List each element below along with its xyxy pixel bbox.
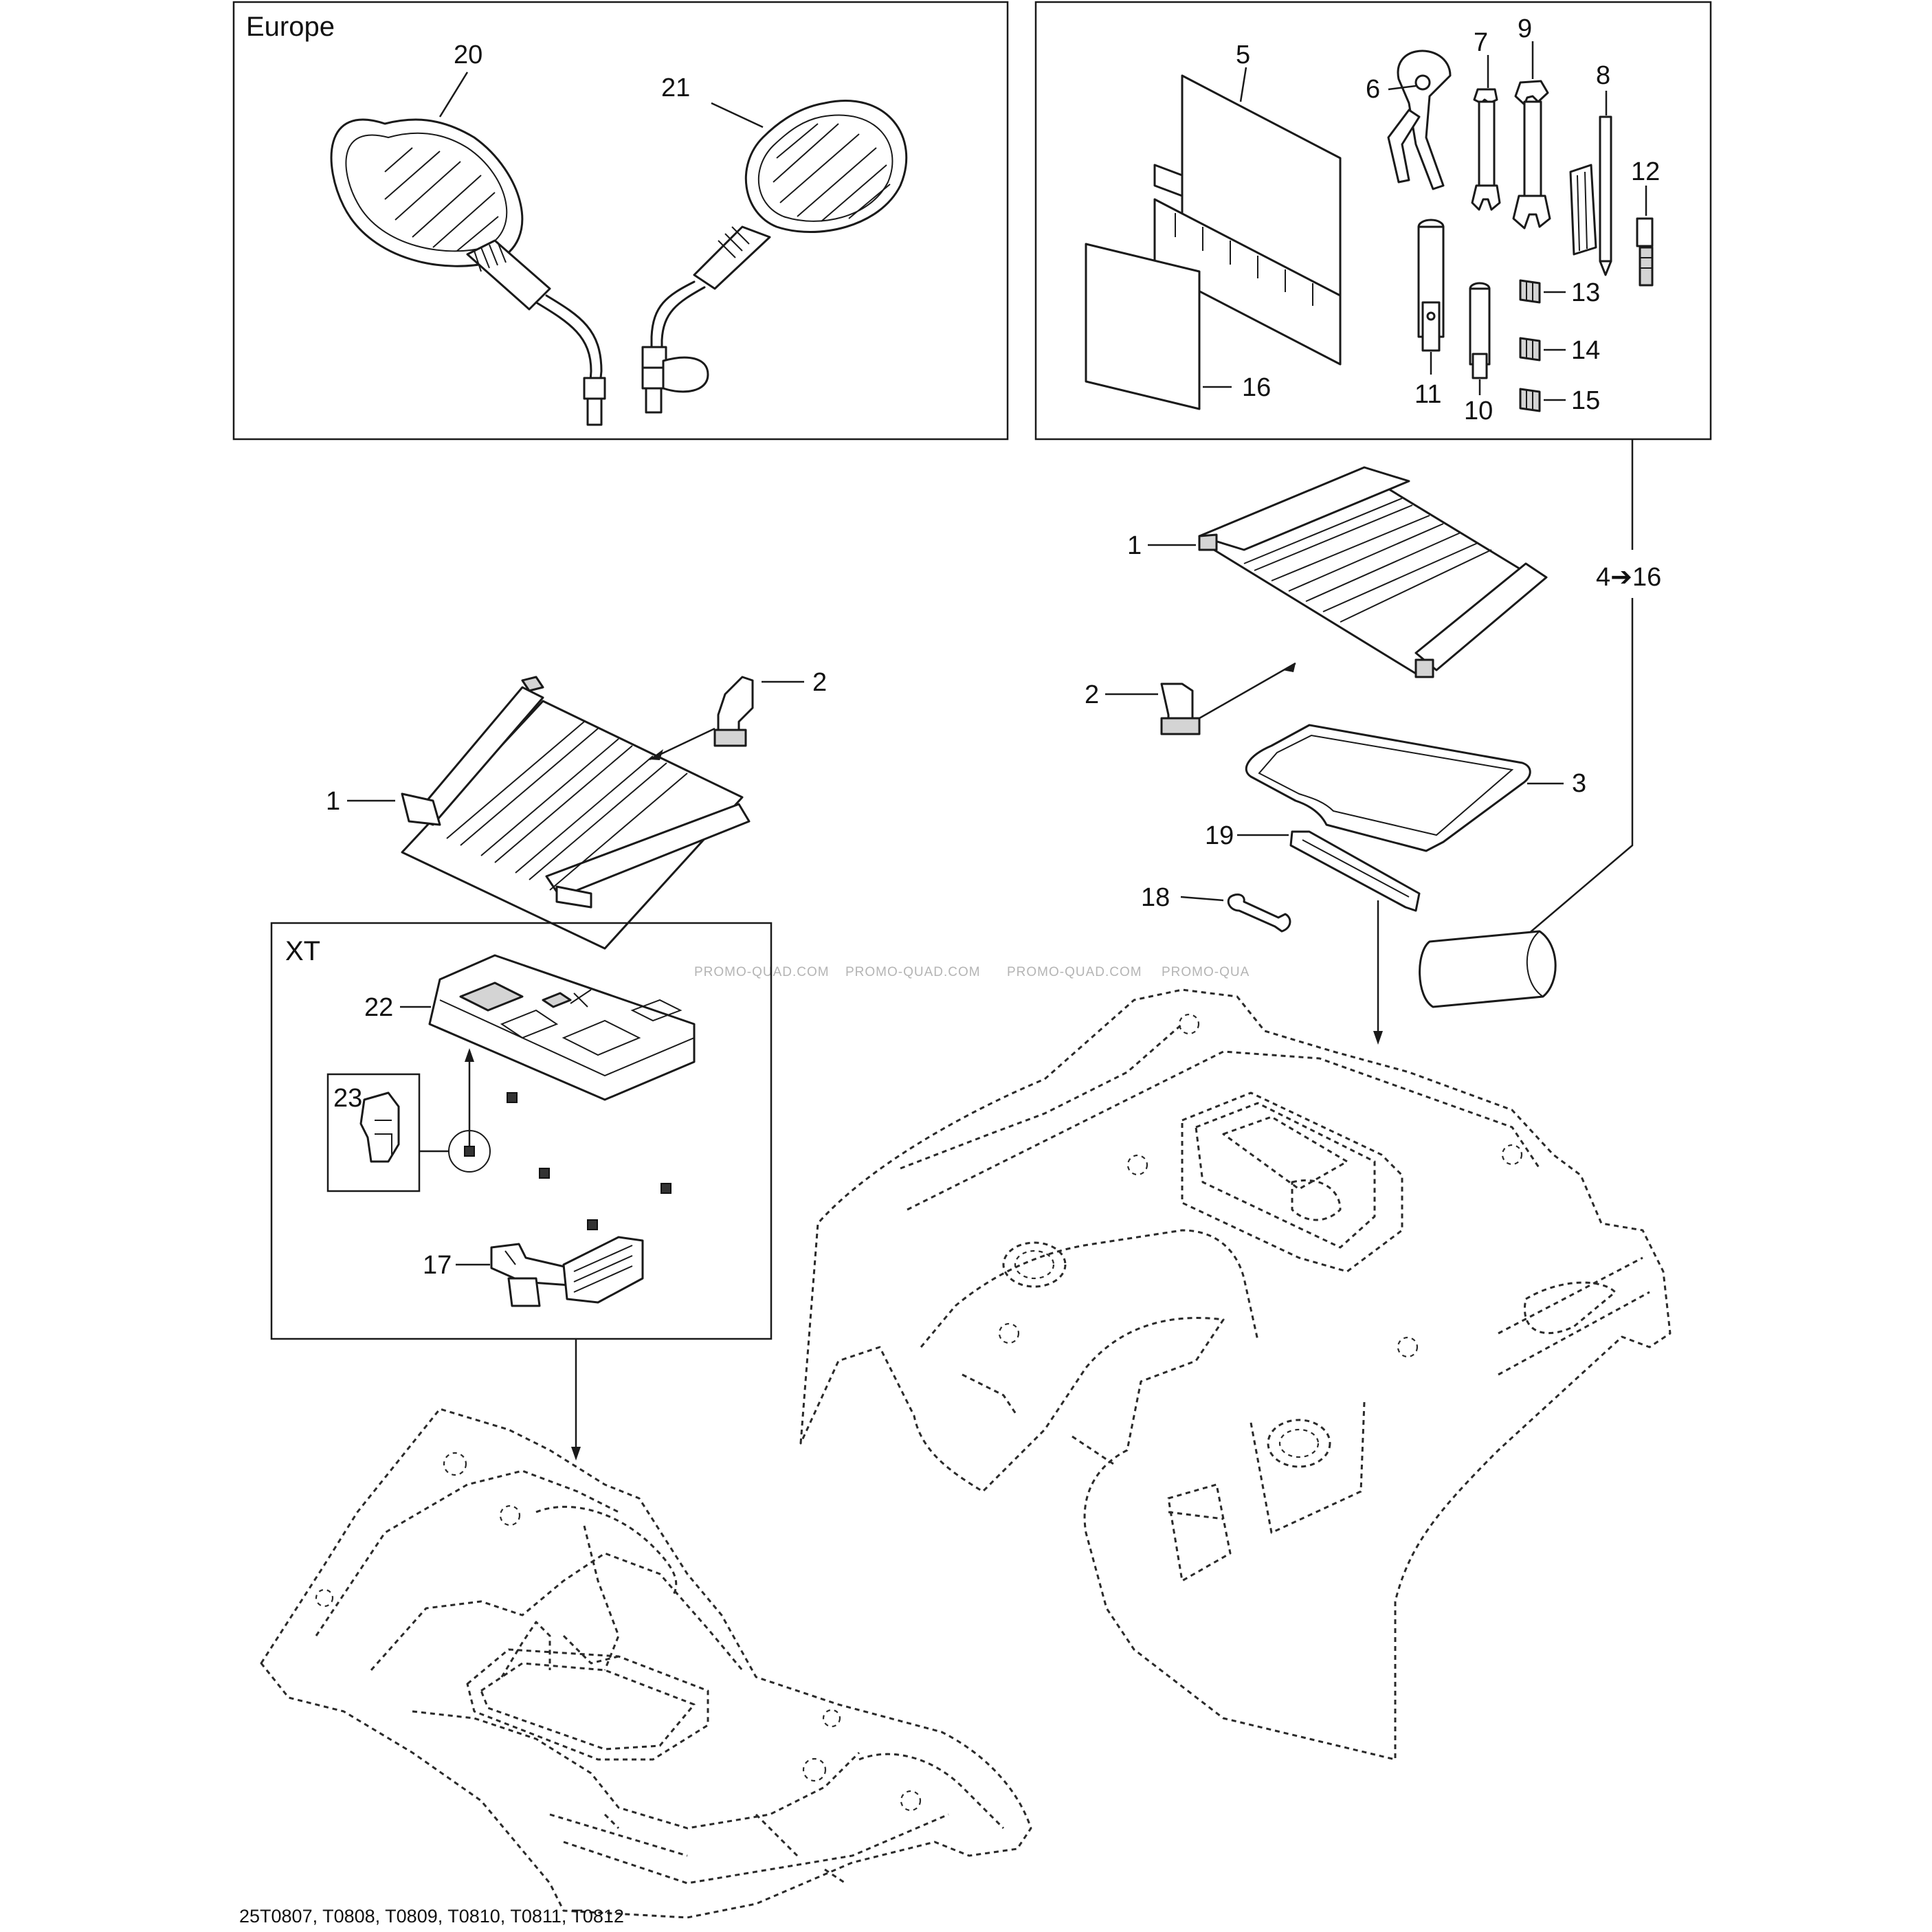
tool-roll [1419,930,1557,1008]
mirror-left [330,118,606,426]
pliers [1387,49,1452,190]
socket-wrench-10 [1469,282,1491,379]
spanner-wrench [1227,893,1291,933]
rack-right [1198,466,1548,678]
toolkit-box: 5 16 6 7 9 [1034,1,1712,441]
diagram-reference: 25T0807, T0808, T0809, T0810, T0811, T08… [239,1906,624,1927]
callout-11: 11 [1414,380,1441,409]
callout-17: 17 [423,1251,452,1280]
callout-14: 14 [1571,336,1600,365]
callout-13: 13 [1571,278,1600,307]
europe-label: Europe [246,12,335,42]
seal-gasket [1245,724,1531,852]
callout-15: 15 [1571,386,1600,415]
callout-10: 10 [1464,397,1493,425]
manual-card [1085,243,1201,410]
callout-19: 19 [1205,821,1234,850]
callout-20: 20 [454,41,482,69]
callout-23: 23 [333,1084,362,1113]
callout-9: 9 [1518,14,1532,43]
fuse-13 [1519,279,1541,304]
callout-6: 6 [1366,75,1380,104]
callout-8: 8 [1596,61,1610,90]
rack-left [401,676,751,950]
mirror-right [641,100,908,414]
callout-4-16: 4➔16 [1596,563,1661,592]
push-clips [464,1092,671,1230]
xt-label: XT [285,936,320,966]
storage-tray [428,954,696,1101]
kit-bracket: 4➔16 [1494,440,1661,963]
front-fender [260,1408,1032,1919]
callout-2-right: 2 [1085,680,1099,709]
callout-12: 12 [1631,157,1660,186]
callout-1-right: 1 [1127,531,1142,560]
watermark-row: PROMO-QUAD.COM PROMO-QUAD.COM PROMO-QUAD… [694,965,1250,979]
callout-22: 22 [364,993,393,1022]
callout-18: 18 [1141,883,1170,912]
xt-box: XT 22 23 [270,922,773,1340]
latch-assembly [490,1236,644,1307]
wrench-9 [1512,80,1551,230]
socket-wrench-11 [1417,219,1445,352]
callout-16-manual: 16 [1242,373,1271,402]
wrench-7 [1471,88,1501,211]
bit-driver [1636,217,1654,287]
fuse-15 [1519,388,1541,412]
watermark-1: PROMO-QUAD.COM [694,965,830,979]
watermark-2: PROMO-QUAD.COM [845,965,981,979]
rear-fender [799,988,1672,1761]
strap-bracket [1289,830,1421,912]
europe-box: Europe 20 [232,1,1009,441]
screwdriver [1569,115,1612,276]
callout-5: 5 [1236,41,1250,69]
tool-pouch [1153,74,1342,366]
fuse-14 [1519,337,1541,362]
watermark-3: PROMO-QUAD.COM [1007,965,1142,979]
latch-right [1160,682,1201,735]
clip-detail-box: 23 [326,1073,449,1192]
latch-left [713,676,754,747]
watermark-4: PROMO-QUA [1162,965,1250,979]
callout-1-left: 1 [326,787,340,816]
callout-7: 7 [1474,28,1488,57]
callout-2-left: 2 [812,668,827,697]
callout-21: 21 [661,74,690,102]
callout-3: 3 [1572,769,1586,798]
